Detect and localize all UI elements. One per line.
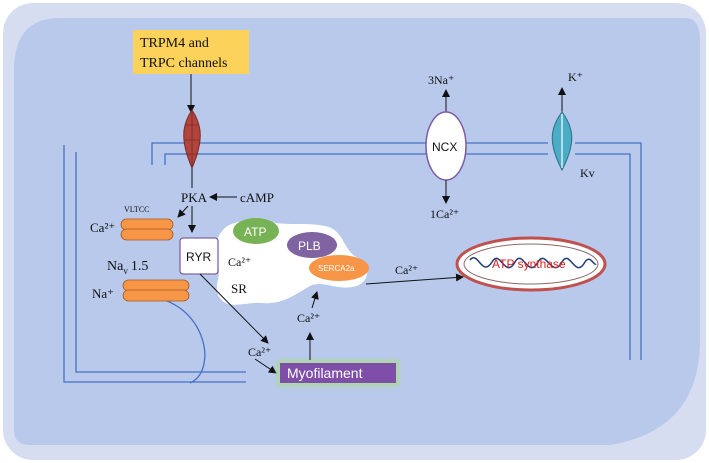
sr-label: SR	[231, 281, 247, 296]
trpm4-label: TRPM4 and	[140, 36, 209, 51]
vltcc-label: VLTCC	[124, 205, 150, 214]
mito-ca-label: Ca²⁺	[395, 263, 418, 277]
pka-label: PKA	[181, 190, 208, 205]
cell-membrane	[63, 142, 642, 384]
plb-label: PLB	[298, 239, 321, 253]
vltcc-channel-icon	[120, 218, 174, 241]
kv-label: Kv	[580, 166, 595, 180]
ncx-3na-label: 3Na⁺	[428, 73, 454, 87]
myofilament-label: Myofilament	[287, 365, 363, 381]
serca-node: SERCA2a	[309, 255, 369, 281]
mitochondrion: ATP synthase	[455, 236, 607, 292]
trp-channel-icon	[183, 109, 201, 170]
myofilament-node: Myofilament	[277, 360, 399, 386]
ryr-label: RYR	[186, 250, 211, 264]
ryr-node: RYR	[179, 237, 219, 275]
ncx-label: NCX	[432, 140, 457, 154]
serca-label: SERCA2a	[318, 264, 355, 273]
atp-label: ATP	[244, 225, 266, 239]
atp-node: ATP	[233, 218, 279, 244]
serca-to-mito-arrow	[365, 273, 464, 285]
atp-synthase-label: ATP synthase	[492, 257, 566, 271]
trpm4-trpc-box: TRPM4 and TRPC channels	[133, 30, 249, 74]
nav-channel-icon	[122, 279, 190, 302]
trpc-label: TRPC channels	[140, 56, 228, 71]
ryr-ca-label: Ca²⁺	[248, 345, 271, 359]
kv-channel-icon	[551, 111, 573, 172]
ca-to-myofilament-arrow	[254, 358, 277, 374]
k-label: K⁺	[568, 70, 583, 84]
myofilament-ca-label: Ca²⁺	[297, 311, 320, 325]
ncx-1ca-label: 1Ca²⁺	[430, 207, 459, 221]
na-label: Na⁺	[92, 286, 114, 301]
plb-node: PLB	[287, 232, 337, 258]
ryr-to-ca-arrow	[199, 273, 269, 344]
pka-to-vltcc-arrow	[177, 205, 189, 218]
ca-to-serca-arrow	[311, 291, 319, 309]
ncx-exchanger-icon: NCX	[425, 111, 467, 181]
sr-ca-label: Ca²⁺	[228, 255, 251, 269]
camp-label: cAMP	[240, 190, 274, 205]
vltcc-ca-label: Ca²⁺	[90, 220, 115, 235]
